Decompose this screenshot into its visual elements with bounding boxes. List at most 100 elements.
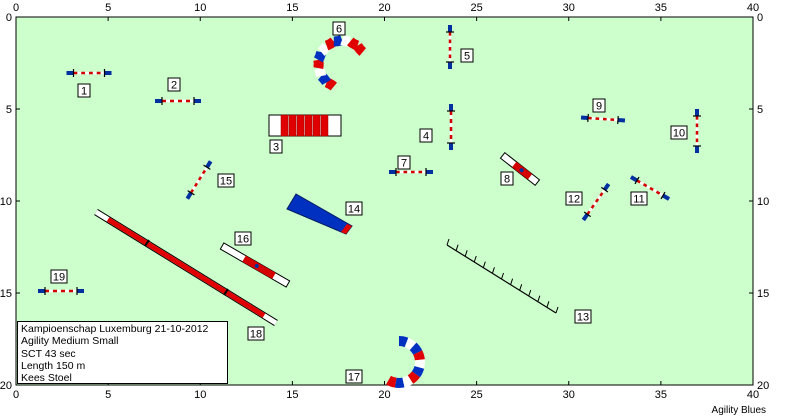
jump-pole <box>601 188 606 194</box>
jump-19 <box>38 287 84 295</box>
jump-post <box>634 176 640 185</box>
jump-pole <box>652 188 658 193</box>
slalom-pole <box>455 244 459 251</box>
obstacle-number-box <box>50 269 68 284</box>
jump-pole <box>189 188 195 194</box>
left-tick-label: 15 <box>0 288 12 300</box>
bottom-tick-label: 15 <box>286 389 298 401</box>
tunnel-segment <box>324 77 338 91</box>
left-tick-label: 0 <box>6 12 12 24</box>
tunnel-segment <box>414 359 425 369</box>
obstacle-number-box <box>592 98 606 113</box>
jump-pole <box>599 192 604 197</box>
left-tick-label: 20 <box>0 380 12 392</box>
slalom-pole <box>501 272 504 280</box>
tunnel-segment <box>346 37 360 51</box>
obstacle-number-box <box>345 201 363 216</box>
jump-4 <box>447 104 455 150</box>
obstacle-number-box <box>217 173 235 188</box>
chute-14 <box>286 193 353 235</box>
jump-pole <box>594 198 600 203</box>
obstacle-number: 14 <box>348 204 360 216</box>
obstacle-number-box <box>345 369 363 384</box>
jump-pole <box>191 185 197 191</box>
jump-11 <box>629 175 671 201</box>
obstacle-number: 5 <box>464 51 470 63</box>
jump-wing <box>205 160 213 169</box>
right-tick-label: 0 <box>757 12 763 24</box>
bottom-tick-label: 10 <box>194 389 206 401</box>
jump-10 <box>693 109 701 153</box>
obstacle-number-box <box>500 171 514 186</box>
slalom-pole <box>555 306 559 314</box>
tunnel-segment <box>280 114 289 137</box>
tunnel-segment <box>404 337 417 351</box>
footer-brand: Agility Blues <box>711 405 766 416</box>
tunnel-segment <box>320 114 329 137</box>
bottom-tick-label: 20 <box>378 389 390 401</box>
tunnel-segment <box>409 342 423 355</box>
top-tick-label: 15 <box>286 2 298 14</box>
jump-wing <box>602 182 611 191</box>
jump-wing <box>185 191 193 200</box>
jump-post <box>660 191 666 200</box>
obstacle-number: 15 <box>220 176 232 188</box>
tunnel-segment <box>313 50 327 63</box>
jump-12 <box>581 182 611 222</box>
jump-pole <box>597 195 602 200</box>
tunnel-segment <box>413 350 425 361</box>
obstacle-number-box <box>167 77 181 92</box>
jump-5 <box>446 25 454 69</box>
obstacle-number-box <box>332 21 346 36</box>
bottom-tick-label: 40 <box>747 389 759 401</box>
tunnel-segment <box>317 42 331 56</box>
obstacle-number: 19 <box>53 272 65 284</box>
jump-post <box>583 211 592 218</box>
tyre-16 <box>219 242 291 288</box>
tunnel-segment <box>340 35 351 47</box>
slalom-pole <box>491 267 495 274</box>
tunnel-3 <box>268 114 342 137</box>
tyre-8 <box>499 151 541 187</box>
dogwalk-plank <box>106 217 266 318</box>
jump-pole <box>659 192 664 197</box>
tunnel-segment <box>333 35 344 47</box>
jump-2 <box>155 97 201 105</box>
obstacle-number: 13 <box>577 312 589 324</box>
obstacle-number-box <box>234 231 252 246</box>
jump-9 <box>580 113 626 125</box>
obstacle-number: 16 <box>237 234 249 246</box>
tunnel-segment <box>407 371 421 384</box>
jump-pole <box>203 166 209 172</box>
standard-course-time: SCT 43 sec <box>21 347 76 360</box>
obstacle-number: 11 <box>633 194 644 206</box>
tunnel-segment <box>398 336 409 348</box>
right-tick-label: 5 <box>757 104 763 116</box>
obstacles-layer <box>38 25 701 388</box>
obstacle-number: 12 <box>568 194 580 206</box>
obstacle-number-box <box>460 48 474 63</box>
slalom-pole <box>546 301 550 308</box>
slalom-pole <box>473 255 477 263</box>
bottom-tick-label: 25 <box>471 389 483 401</box>
obstacle-number-box <box>397 155 411 170</box>
slalom-pole <box>510 278 514 285</box>
right-tick-label: 20 <box>757 380 769 392</box>
top-tick-label: 25 <box>471 2 483 14</box>
course-length: Length 150 m <box>21 359 86 372</box>
jump-pole <box>590 204 595 209</box>
obstacle-number-box <box>565 191 583 206</box>
jump-pole <box>655 190 661 195</box>
obstacle-number: 18 <box>250 329 262 341</box>
slalom-13 <box>446 238 559 314</box>
left-tick-label: 5 <box>6 104 12 116</box>
tunnel-segment <box>313 65 327 78</box>
obstacle-number: 1 <box>81 86 87 98</box>
tunnel-segment <box>288 114 297 137</box>
top-tick-label: 20 <box>378 2 390 14</box>
obstacle-number: 6 <box>336 24 342 36</box>
obstacle-number-box <box>630 191 648 206</box>
jump-post <box>187 190 195 196</box>
